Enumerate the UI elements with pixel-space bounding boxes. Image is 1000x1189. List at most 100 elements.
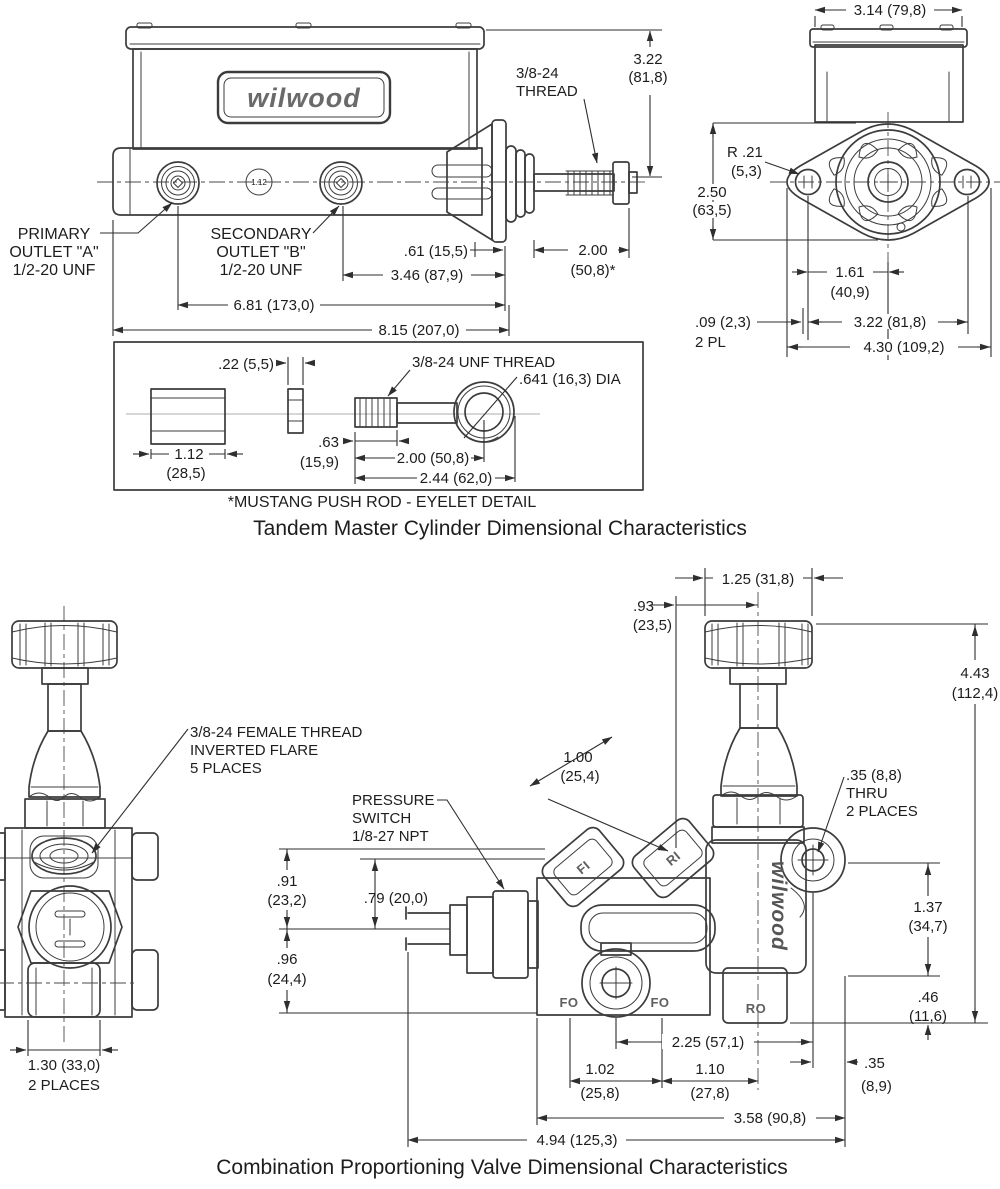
primary-label-2: OUTLET "A" xyxy=(9,244,98,261)
pressure-switch-label-2: SWITCH xyxy=(352,810,411,827)
dim-137-mm: (34,7) xyxy=(908,918,947,935)
dim-93-mm: (23,5) xyxy=(633,617,672,634)
dim-63-mm: (15,9) xyxy=(300,454,339,471)
left-boss-upper xyxy=(0,832,6,881)
bore-badge-circle xyxy=(245,168,273,196)
dim-314: 3.14 (79,8) xyxy=(854,2,927,19)
dim-09-places: 2 PL xyxy=(695,334,726,351)
adjuster-stem-side xyxy=(739,683,778,729)
top-port-flare xyxy=(31,837,97,875)
dim-46-mm: (11,6) xyxy=(909,1008,947,1025)
dim-250-in: 2.50 xyxy=(697,184,726,201)
mounting-flange-plate xyxy=(491,119,507,243)
adjuster-stem xyxy=(47,683,82,732)
dim-110-mm: (27,8) xyxy=(690,1085,729,1102)
dim-112-mm: (28,5) xyxy=(166,465,205,482)
master-cylinder-dimensions: 3.22 (81,8) 3/8-24 THREAD PRIMARY OUTLET… xyxy=(9,29,668,339)
master-cylinder-end-view xyxy=(770,24,1000,262)
body-channel xyxy=(580,904,716,952)
side-boss-lower xyxy=(131,949,159,1011)
dim-200-mm: (50,8)* xyxy=(570,262,615,279)
secondary-outlet-port xyxy=(319,161,363,205)
dim-thru-3: 2 PLACES xyxy=(846,803,918,820)
eyelet-thread-section xyxy=(354,397,398,428)
thread-label-2: THREAD xyxy=(516,83,578,100)
female-thread-label-1: 3/8-24 FEMALE THREAD xyxy=(190,724,362,741)
reservoir-body xyxy=(132,48,478,150)
dim-322: 3.22 (81,8) xyxy=(854,314,927,331)
dim-91-mm: (23,2) xyxy=(267,892,306,909)
center-boss xyxy=(835,129,941,235)
center-bore xyxy=(867,161,909,203)
secondary-label-2: OUTLET "B" xyxy=(216,244,305,261)
valve-body-left xyxy=(536,877,711,1016)
female-thread-label-2: INVERTED FLARE xyxy=(190,742,318,759)
knob-neck xyxy=(41,667,89,685)
valve-caption: Combination Proportioning Valve Dimensio… xyxy=(216,1156,788,1179)
lock-nut-front xyxy=(24,798,106,829)
side-boss-upper xyxy=(131,832,159,881)
reservoir-lid xyxy=(125,26,485,50)
detail-border xyxy=(113,341,644,491)
dim-225: 2.25 (57,1) xyxy=(672,1034,745,1051)
mustang-note: *MUSTANG PUSH ROD - EYELET DETAIL xyxy=(228,494,537,511)
side-boss-circle xyxy=(780,827,846,893)
reservoir-lid-end xyxy=(809,28,968,48)
dim-200-in: 2.00 xyxy=(578,242,607,259)
dim-250-mm: (63,5) xyxy=(692,202,731,219)
dim-358: 3.58 (90,8) xyxy=(734,1110,807,1127)
logo-plate xyxy=(216,70,392,125)
primary-outlet-port xyxy=(156,161,200,205)
left-boss-lower xyxy=(0,949,6,1011)
secondary-label-3: 1/2-20 UNF xyxy=(220,262,303,279)
pressure-switch-label-3: 1/8-27 NPT xyxy=(352,828,429,845)
master-cylinder-side-view: wilwood 1.12 xyxy=(97,22,648,243)
wilwood-logo-valve: wilwood xyxy=(767,861,790,951)
valve-front-view: 1.30 (33,0) 2 PLACES xyxy=(0,606,159,1094)
dim-244: 2.44 (62,0) xyxy=(420,470,493,487)
dim-91-in: .91 xyxy=(277,873,298,890)
ro-port-block xyxy=(722,967,788,1024)
dim-100-in: 1.00 xyxy=(563,749,592,766)
port-boss-fi: FI xyxy=(541,826,625,908)
dim-93-in: .93 xyxy=(633,598,654,615)
dim-125: 1.25 (31,8) xyxy=(722,571,795,588)
bleed-hole xyxy=(896,222,906,232)
valve-neck-collar xyxy=(711,826,805,844)
cylinder-body xyxy=(112,147,483,216)
mounting-flange xyxy=(786,123,990,241)
dim-102-mm: (25,8) xyxy=(580,1085,619,1102)
port-boss-ri: RI xyxy=(631,817,715,899)
dim-130-places: 2 PLACES xyxy=(28,1077,100,1094)
bottom-port-front xyxy=(27,962,101,1018)
boot-ring xyxy=(505,145,517,223)
port-label-fo2: FO xyxy=(650,995,669,1010)
dim-96-in: .96 xyxy=(277,951,298,968)
washer-part xyxy=(287,388,304,434)
port-label-ro: RO xyxy=(746,1001,767,1016)
female-thread-label-3: 5 PLACES xyxy=(190,760,262,777)
dim-96-mm: (24,4) xyxy=(267,971,306,988)
valve-body-front xyxy=(4,827,133,1018)
dim-102-in: 1.02 xyxy=(585,1061,614,1078)
mount-hole-left xyxy=(794,168,822,196)
mount-hole-right xyxy=(953,168,981,196)
dim-79: .79 (20,0) xyxy=(364,890,428,907)
dim-112-in: 1.12 xyxy=(174,446,203,463)
rod-nut xyxy=(612,161,630,205)
dim-130: 1.30 (33,0) xyxy=(28,1057,101,1074)
dim-63-in: .63 xyxy=(318,434,339,451)
dim-815: 8.15 (207,0) xyxy=(379,322,460,339)
spacer-part xyxy=(150,388,226,445)
eyelet-detail-box: .22 (5,5) 3/8-24 UNF THREAD .641 (16,3) … xyxy=(113,341,644,491)
dim-494: 4.94 (125,3) xyxy=(537,1132,618,1149)
reservoir-end xyxy=(814,44,964,123)
dim-61: .61 (15,5) xyxy=(404,243,468,260)
dim-137-in: 1.37 xyxy=(913,899,942,916)
rod-thread-hatch xyxy=(565,170,614,196)
dim-r21-in: R .21 xyxy=(727,144,763,161)
end-view-dimensions: 3.14 (79,8) R .21 (5,3) 2.50 (63,5) 1.61… xyxy=(686,2,992,360)
primary-label-3: 1/2-20 UNF xyxy=(13,262,96,279)
dim-09: .09 (2,3) xyxy=(695,314,751,331)
